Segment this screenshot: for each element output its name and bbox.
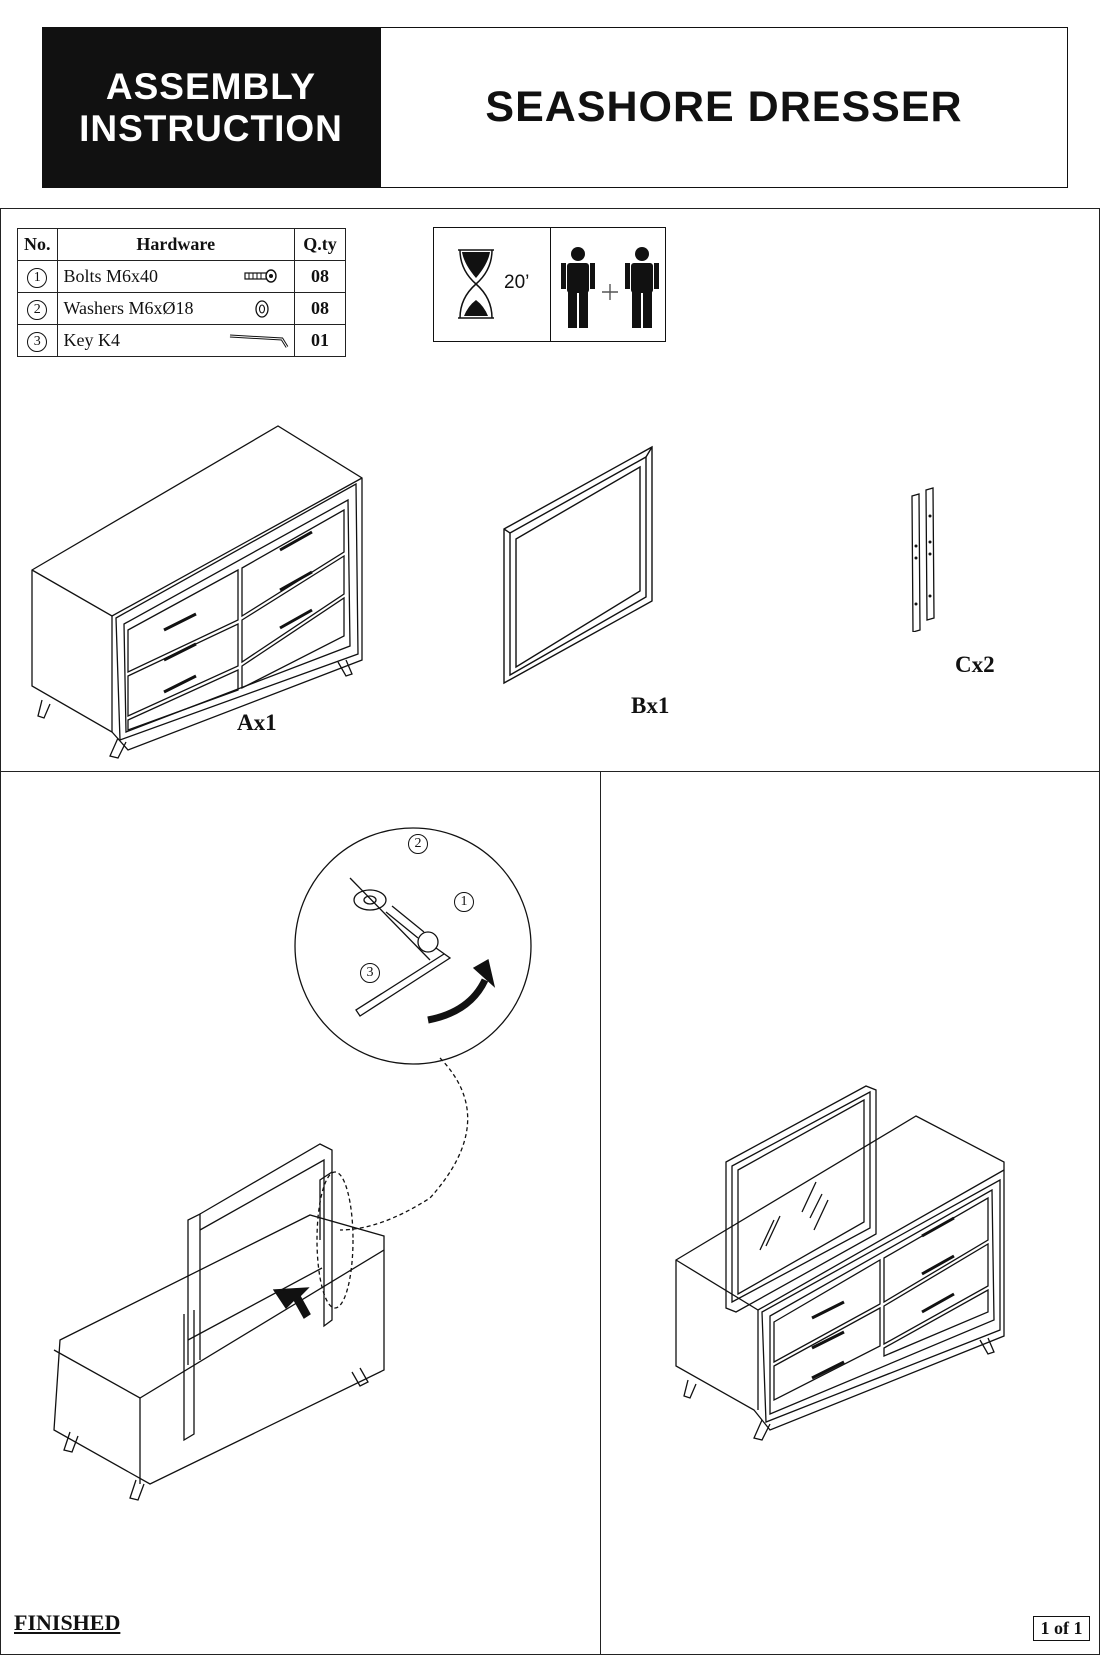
section-divider: [0, 771, 1100, 772]
mirror-frame-icon: [503, 445, 653, 685]
callout-bolt: 1: [454, 892, 474, 912]
part-label-b: Bx1: [631, 693, 670, 718]
page-indicator: 1 of 1: [1033, 1616, 1090, 1641]
assembly-step-illustration: [53, 827, 532, 1501]
finished-dresser-illustration: [675, 1085, 1005, 1441]
product-title-text: SEASHORE DRESSER: [485, 83, 963, 131]
callout-key: 3: [360, 963, 380, 983]
part-label-c: Cx2: [955, 652, 995, 677]
hourglass-icon: [458, 249, 494, 319]
washer-icon: [255, 300, 269, 318]
assembly-info-box: 20’: [433, 227, 666, 342]
hardware-name: Key K4: [63, 330, 121, 350]
row-number: 1: [27, 268, 48, 288]
part-label-a: Ax1: [237, 710, 277, 735]
row-number: 2: [27, 300, 48, 320]
hardware-table: No. Hardware Q.ty 1 Bolts M6x40 08 2 Was…: [17, 228, 346, 357]
hardware-row: 2 Washers M6xØ18 08: [17, 292, 346, 325]
col-qty: Q.ty: [294, 228, 346, 261]
dresser-icon: [31, 425, 363, 759]
col-hardware: Hardware: [56, 228, 295, 261]
callout-washer: 2: [408, 834, 428, 854]
product-title: SEASHORE DRESSER: [380, 27, 1068, 188]
bolt-icon: [244, 269, 277, 283]
assembly-time: 20’: [504, 272, 530, 293]
hardware-name: Bolts M6x40: [63, 266, 159, 286]
finished-label: FINISHED: [14, 1610, 121, 1635]
row-number: 3: [27, 332, 48, 352]
hardware-qty: 08: [294, 292, 346, 325]
hex-key-icon: [229, 334, 289, 348]
banner-line-1: ASSEMBLY: [105, 65, 317, 107]
hardware-header-row: No. Hardware Q.ty: [17, 228, 346, 261]
hardware-row: 3 Key K4 01: [17, 324, 346, 357]
info-divider: [550, 228, 551, 341]
page-indicator-text: 1 of 1: [1040, 1618, 1083, 1638]
support-bracket-icon: [911, 487, 935, 632]
hardware-row: 1 Bolts M6x40 08: [17, 260, 346, 293]
step-divider: [600, 771, 601, 1655]
hardware-qty: 08: [294, 260, 346, 293]
hardware-name: Washers M6xØ18: [63, 298, 194, 318]
banner-line-2: INSTRUCTION: [79, 107, 343, 149]
hardware-qty: 01: [294, 324, 346, 357]
assembly-instruction-banner: ASSEMBLY INSTRUCTION: [42, 27, 380, 188]
col-no: No.: [17, 228, 58, 261]
two-people-icon: [561, 247, 659, 328]
